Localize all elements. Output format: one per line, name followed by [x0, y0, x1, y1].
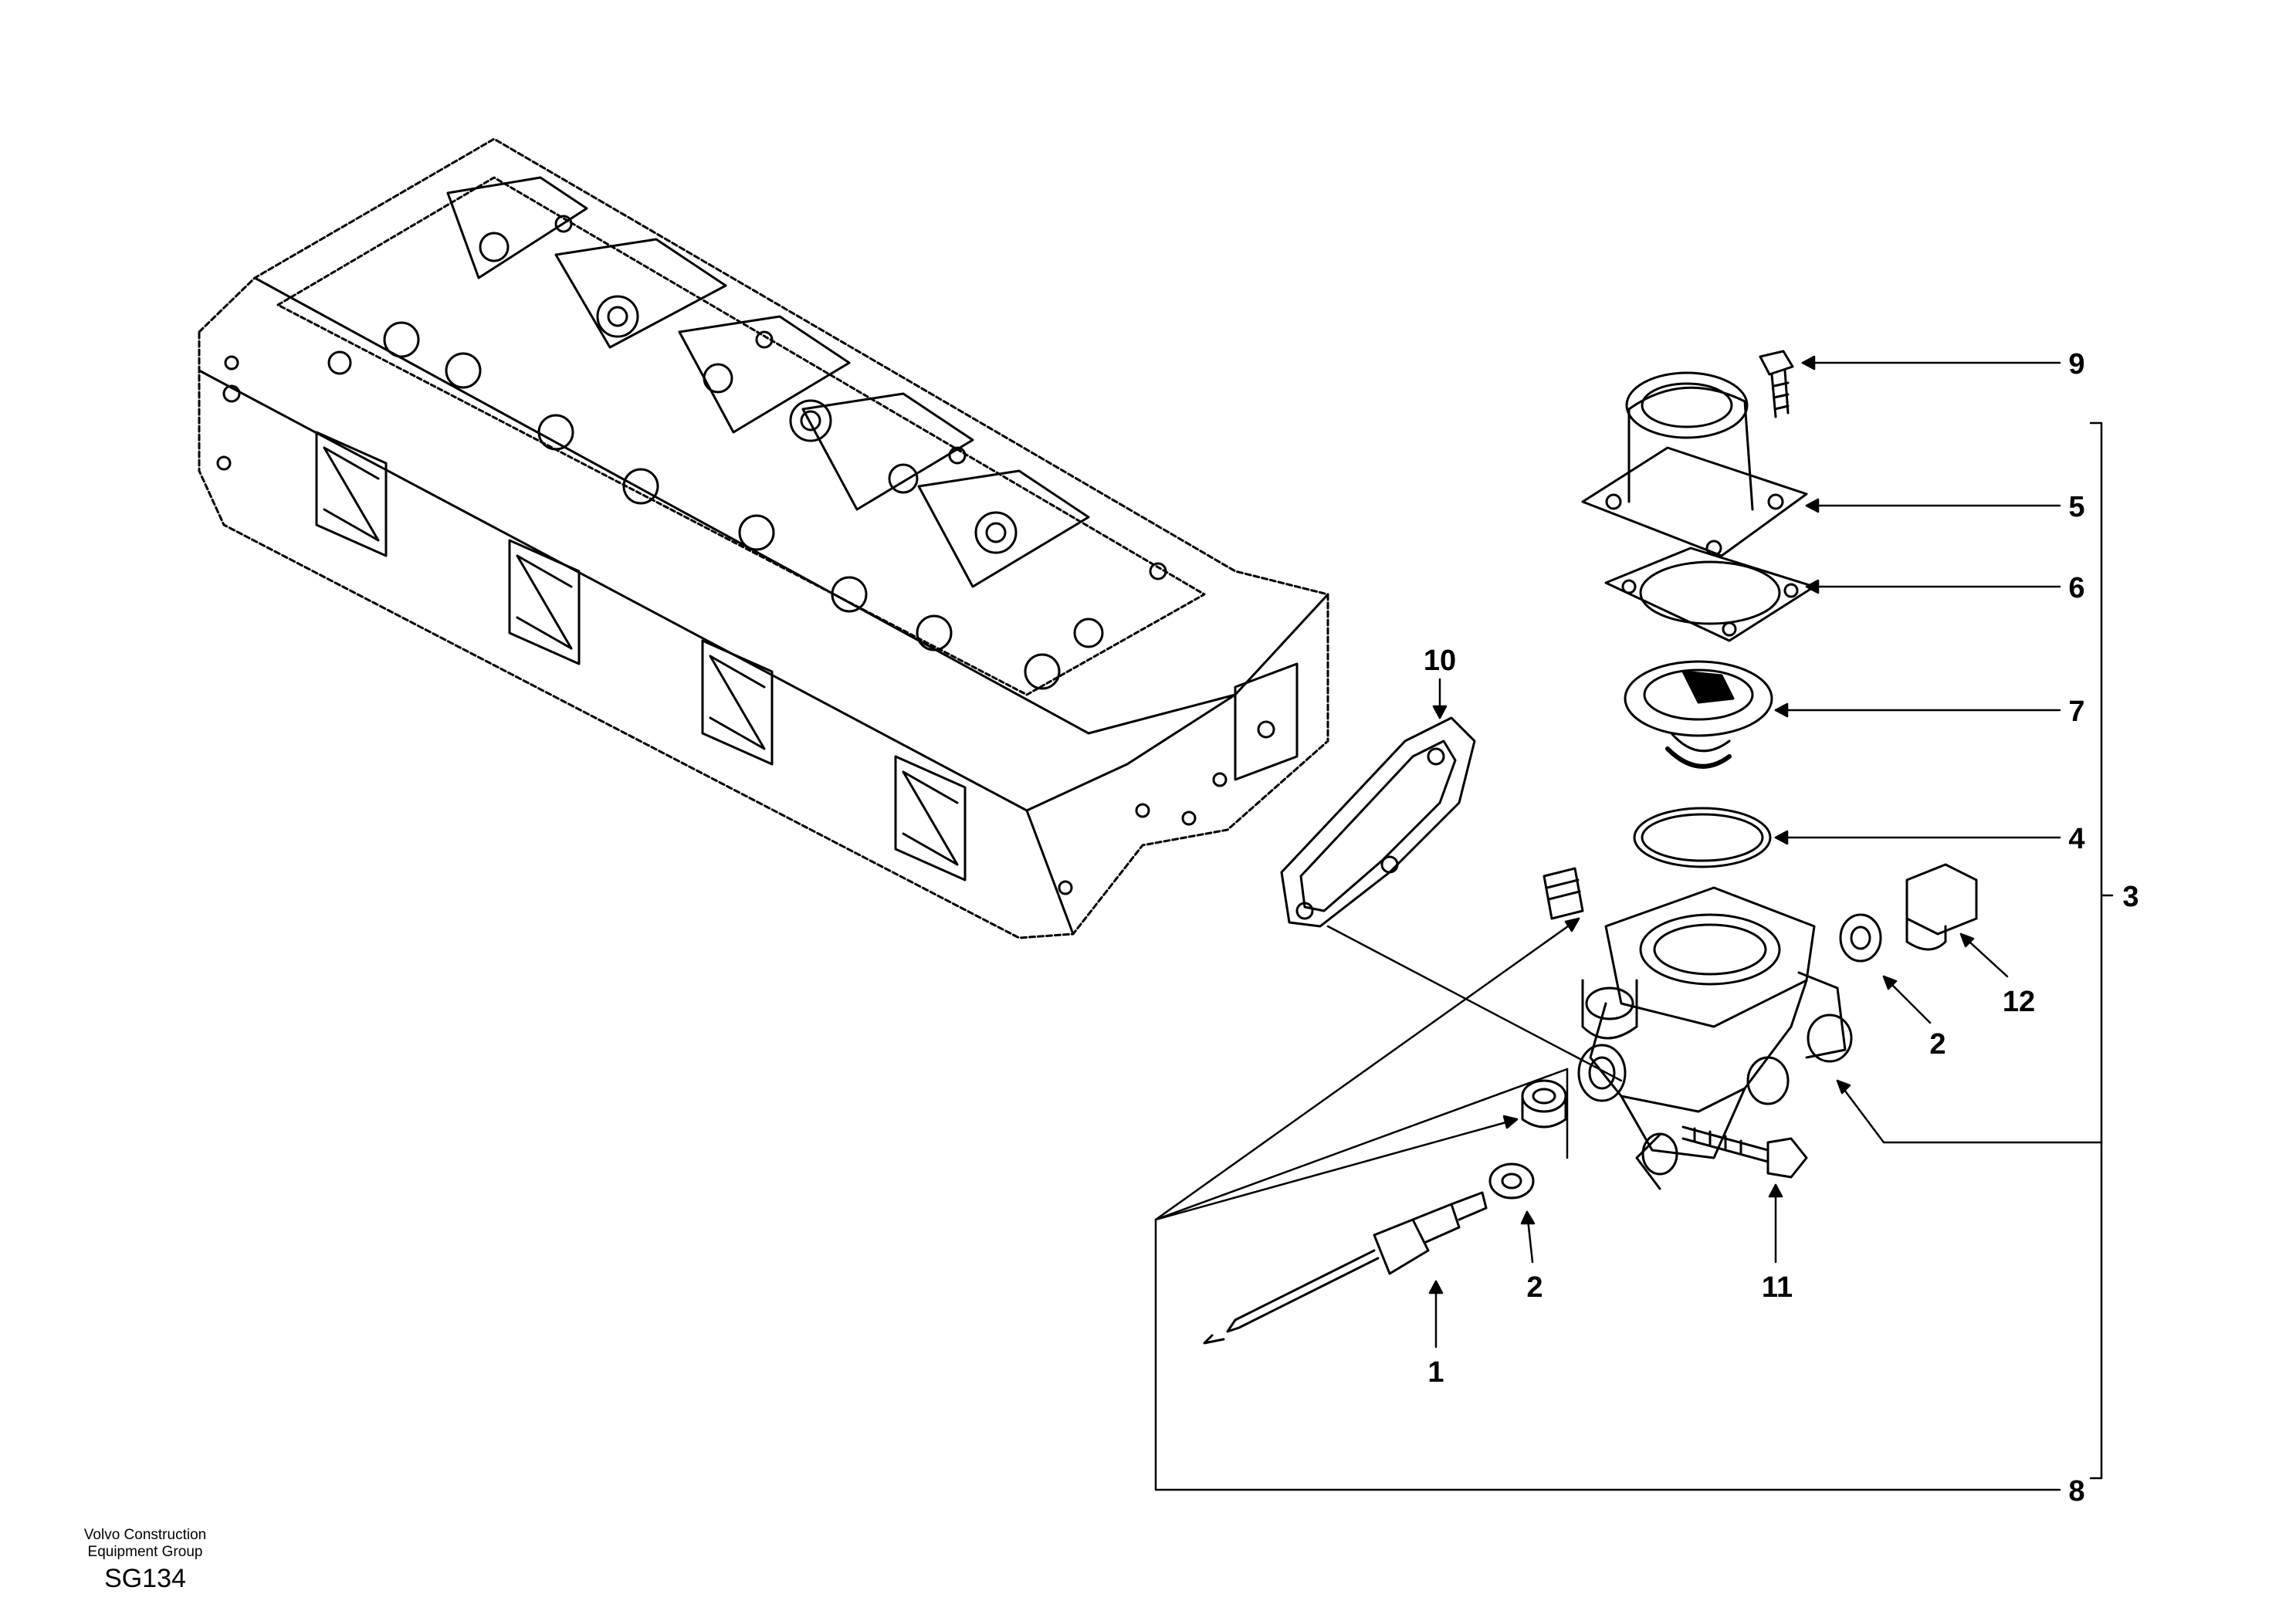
gasket-10	[1280, 716, 1476, 928]
thermostat-7	[1624, 660, 1773, 769]
plug-upper	[1543, 867, 1584, 920]
callout-6: 6	[2068, 572, 2084, 604]
callout-2-right: 2	[1929, 1028, 1946, 1061]
callout-9: 9	[2068, 348, 2084, 381]
plug-12	[1905, 863, 1978, 951]
callout-5: 5	[2068, 491, 2084, 523]
bolt-9	[1759, 350, 1794, 418]
sensor-1	[1203, 1191, 1488, 1345]
callout-labels: 9 5 6 7 4 3 10 12 2 2 11 1 8	[1424, 348, 2139, 1508]
drawing-code: SG134	[104, 1564, 186, 1593]
washer-2-left	[1488, 1162, 1535, 1200]
callout-7: 7	[2068, 695, 2084, 728]
callout-1: 1	[1427, 1356, 1444, 1389]
thermostat-housing	[1577, 886, 1853, 1190]
footer-company-line2: Equipment Group	[87, 1544, 203, 1560]
o-ring-4	[1633, 807, 1772, 868]
callout-11: 11	[1762, 1271, 1793, 1304]
bolt-11	[1681, 1125, 1808, 1179]
callout-2-left: 2	[1526, 1271, 1543, 1304]
cylinder-head	[198, 137, 1329, 939]
leader-lines	[1154, 355, 2114, 1491]
plug-lower	[1521, 1079, 1567, 1129]
gasket-6	[1604, 547, 1816, 642]
callout-10: 10	[1424, 645, 1456, 677]
washer-2-right	[1839, 913, 1882, 963]
footer-company-line1: Volvo Construction	[83, 1527, 207, 1543]
callout-12: 12	[2003, 986, 2035, 1018]
callout-8: 8	[2068, 1475, 2084, 1508]
callout-4: 4	[2068, 823, 2084, 855]
thermostat-cover	[1581, 371, 1808, 557]
callout-3: 3	[2122, 881, 2139, 913]
